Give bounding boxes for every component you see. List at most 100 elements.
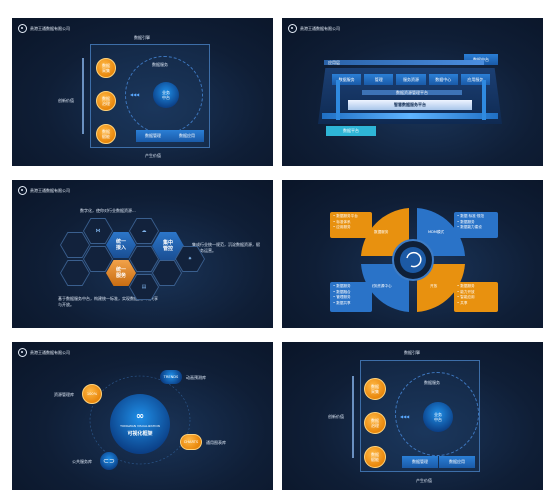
company-logo: 贵港王通数据有限公司 [18, 348, 70, 357]
slide-thumbnail-4[interactable]: 数据服务 MDM模式 服务资源中心 开放 • 数据服务平台 • 标准体系 • 应… [282, 180, 543, 328]
node-enable: 数据 赋能 [364, 446, 386, 468]
service-row: 数据服务 管理 服务资源 数据中心 应用服务 [332, 74, 491, 85]
row-label: 数据中心 [428, 74, 458, 85]
box-line: • 数据服务 [457, 284, 475, 288]
logo-icon [18, 186, 27, 195]
left-bracket [352, 376, 354, 458]
hex-cell [60, 260, 90, 286]
hex-label: 统一 服务 [115, 267, 126, 279]
quadrant-label: 服务资源中心 [370, 284, 392, 288]
quadrant-bottom-left [361, 264, 409, 312]
charts-label: 通用图表库 [206, 440, 226, 445]
left-label: 创新价值 [328, 414, 344, 419]
hex-cell: ☁ [129, 218, 159, 244]
left-pillar [336, 80, 340, 120]
connector-lines [89, 375, 191, 465]
box-top-left: • 数据服务平台 • 标准体系 • 应用服务 [330, 212, 372, 238]
hex-cell [83, 246, 113, 272]
refresh-icon [406, 251, 422, 268]
public-service-node: ⊂⊃ [100, 452, 118, 470]
slide-thumbnail-2[interactable]: 贵港王通数据有限公司 数据中台 应用层 数据服务 管理 服务资源 数据中心 应用… [282, 18, 543, 166]
infinity-icon: ∞ [135, 410, 145, 422]
box-bottom-left: • 数据服务 • 数据融合 • 管理服务 • 数据共享 [330, 282, 372, 312]
slide-thumbnail-3[interactable]: 贵港王通数据有限公司 数字化，使你对行业数据资源... 集成行业统一规范，沉淀数… [12, 180, 273, 328]
quadrant-top-left [361, 208, 409, 256]
center-core [400, 247, 426, 273]
data-management-button[interactable]: 数据管理 [136, 130, 170, 142]
logo-icon [288, 24, 297, 33]
left-tag: 数据平台 [326, 126, 376, 136]
center-platform: 智慧数据服务平台 [348, 100, 472, 110]
share-icon: ⋈ [95, 228, 101, 234]
hex-cell: ⋈ [83, 218, 113, 244]
core-circle: 业务 中台 [153, 82, 179, 108]
cloud-icon: ☁ [141, 228, 147, 234]
hex-unified-access: 统一 接入 [106, 232, 136, 258]
arrow-icon: ◀◀◀ [130, 92, 140, 97]
box-line: • 数据共享 [333, 300, 351, 305]
hex-cell: ▤ [129, 274, 159, 300]
node-collect: 数据 采集 [96, 58, 116, 78]
core-title: 可视化框架 [127, 430, 153, 437]
hex-label: 集中 管控 [162, 240, 173, 252]
top-label: 数据引擎 [134, 35, 150, 40]
right-tag: 数据中台 [464, 54, 498, 65]
right-pillar [482, 80, 486, 120]
hex-cell [152, 260, 182, 286]
resource-node: 100% [82, 384, 102, 404]
bottom-label: 产生价值 [145, 153, 161, 158]
box-bottom-right: • 数据服务 • 能力开放 • 智能应用 • 共享 [454, 282, 498, 312]
box-line: • 数据服务 [457, 219, 475, 224]
glow-strip [322, 113, 498, 119]
slide-thumbnail-6[interactable]: 数据引擎 创新价值 数据 采集 数据 治理 数据 赋能 数据服务 ◀◀◀ 业务 … [282, 342, 543, 490]
company-logo: 贵港王通数据有限公司 [18, 186, 70, 195]
data-application-button[interactable]: 数据应用 [170, 130, 204, 142]
quadrant-label: MDM模式 [428, 230, 445, 234]
link-icon: ⊂⊃ [103, 457, 115, 465]
quadrant-label: 数据服务 [374, 230, 389, 234]
node-enable: 数据 赋能 [96, 124, 116, 144]
data-application-button[interactable]: 数据应用 [439, 456, 475, 468]
box-line: • 数据服务平台 [333, 214, 358, 218]
company-logo: 贵港王通数据有限公司 [18, 24, 70, 33]
core-sub: TONGWAN VISUALIZATION [120, 423, 160, 428]
box-line: • 数据·标准·规范 [457, 214, 485, 218]
node-govern: 数据 治理 [364, 412, 386, 434]
logo-icon [18, 348, 27, 357]
arrow-icon: ◀◀◀ [400, 414, 410, 419]
visual-framework-core: ∞ TONGWAN VISUALIZATION 可视化框架 [110, 394, 170, 454]
box-top-right: • 数据·标准·规范 • 数据服务 • 数据能力建设 [454, 212, 498, 238]
box-line: • 共享 [457, 300, 468, 305]
gear-icon: ✷ [187, 256, 193, 262]
core-circle: 业务 中台 [423, 402, 453, 432]
quadrant-top-right [417, 208, 465, 256]
public-service-label: 公共服务库 [72, 459, 92, 464]
trends-label: 动画预测库 [186, 375, 206, 380]
slide-thumbnail-1[interactable]: 贵港王通数据有限公司 数据引擎 创新价值 数据 采集 数据 治理 数据 赋能 数… [12, 18, 273, 166]
top-bar: 应用层 [324, 60, 484, 65]
box-line: • 数据融合 [333, 289, 351, 294]
box-line: • 数据能力建设 [457, 225, 482, 229]
hex-cell [60, 232, 90, 258]
box-line: • 管理服务 [333, 295, 351, 299]
top-text: 数字化，使你对行业数据资源... [80, 208, 136, 213]
bottom-label: 产生价值 [416, 478, 432, 483]
row-label: 应用服务 [460, 74, 491, 85]
hex-label: 统一 接入 [115, 239, 126, 251]
quadrant-bottom-right [417, 264, 465, 312]
left-bracket [82, 58, 84, 134]
left-label: 创新价值 [58, 98, 74, 103]
node-collect: 数据 采集 [364, 378, 386, 400]
row-label: 管理 [364, 74, 394, 85]
box-line: • 应用服务 [333, 225, 351, 229]
box-line: • 数据服务 [333, 284, 351, 288]
logo-icon [18, 24, 27, 33]
box-line: • 标准体系 [333, 219, 351, 224]
row-label: 数据服务 [332, 74, 362, 85]
resource-label: 资源管理库 [54, 392, 74, 397]
company-logo: 贵港王通数据有限公司 [288, 24, 340, 33]
top-label: 数据引擎 [404, 350, 420, 355]
cycle-diagram [361, 208, 465, 312]
slide-thumbnail-5[interactable]: 贵港王通数据有限公司 ∞ TONGWAN VISUALIZATION 可视化框架… [12, 342, 273, 490]
data-management-button[interactable]: 数据管理 [402, 456, 438, 468]
